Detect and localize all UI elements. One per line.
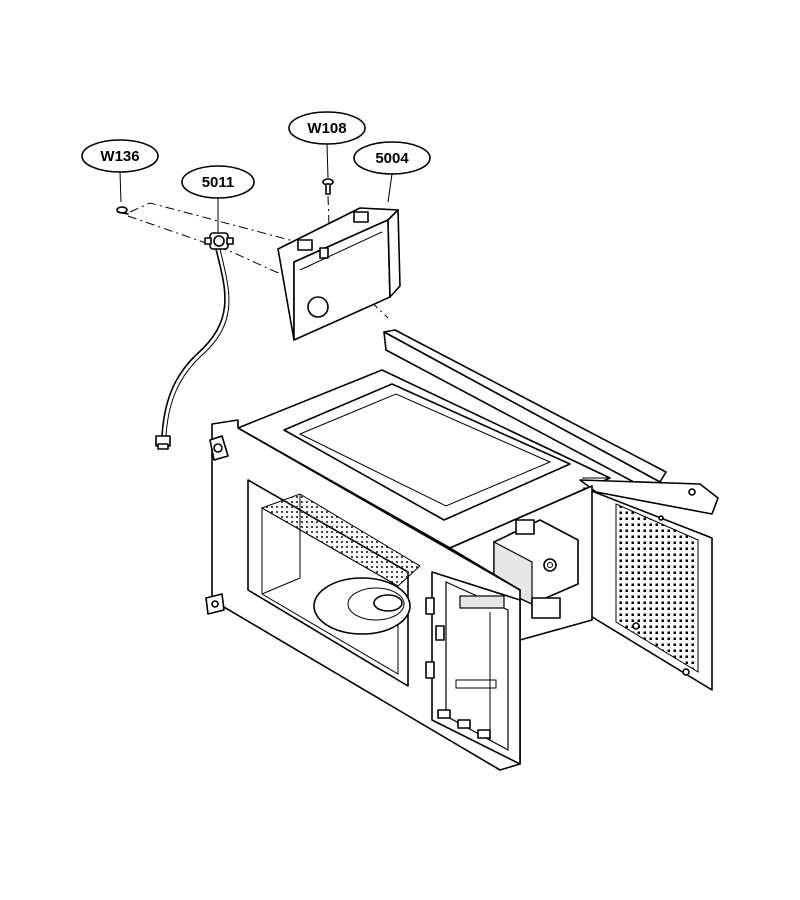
callout-w108: W108 bbox=[288, 111, 366, 179]
callout-5004-label: 5004 bbox=[375, 150, 409, 167]
callout-w136-label: W136 bbox=[100, 148, 139, 165]
callout-5011-label: 5011 bbox=[202, 174, 235, 191]
callout-w136: W136 bbox=[81, 139, 159, 203]
sensor-5011 bbox=[155, 232, 234, 450]
screw-w136 bbox=[116, 206, 129, 215]
callout-5011: 5011 bbox=[181, 165, 255, 232]
screw-w108 bbox=[322, 178, 334, 195]
callout-w108-label: W108 bbox=[307, 120, 346, 137]
callout-5004: 5004 bbox=[353, 141, 431, 203]
cover-bracket-5004 bbox=[277, 207, 401, 341]
turntable bbox=[313, 577, 411, 635]
cavity-assembly bbox=[205, 329, 719, 771]
